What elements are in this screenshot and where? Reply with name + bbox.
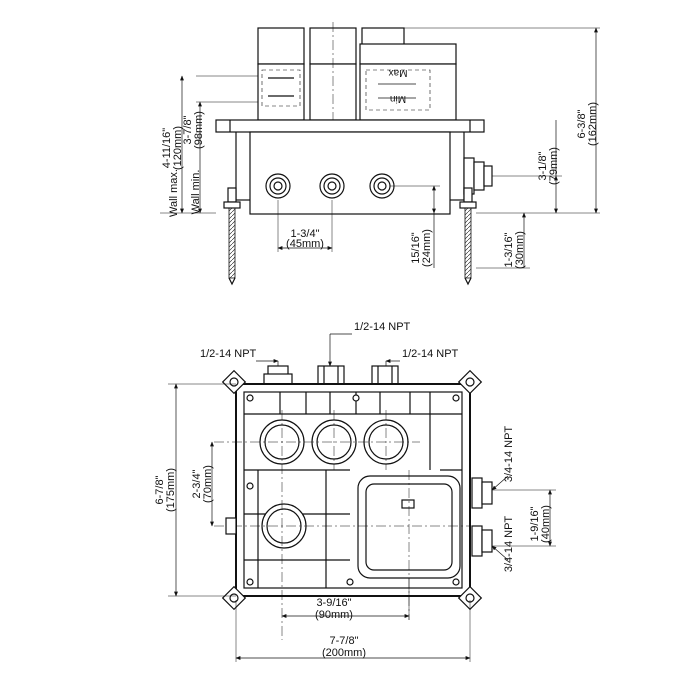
valve-housing-outer (235, 383, 471, 597)
overall-depth-dimension-line1: 6-3/8" (576, 109, 588, 138)
svg-text:3/4-14 NPT: 3/4-14 NPT (503, 426, 515, 483)
mounting-bolt-right (459, 187, 477, 286)
mounting-bolt-left (223, 187, 241, 286)
top-inlet-left (263, 365, 293, 385)
svg-text:3-1/8": 3-1/8" (537, 151, 549, 180)
outlet-port-1 (265, 173, 291, 199)
wall-flange (215, 119, 485, 133)
port-height-dimension-line2: (24mm) (421, 229, 433, 267)
svg-text:(162mm): (162mm) (587, 102, 599, 146)
bolt-length-dimension-line1: 1-3/16" (503, 232, 515, 267)
npt-callout-top: 1/2-14 NPT (354, 321, 411, 333)
valve-body (249, 131, 451, 215)
overall-height-dimension-line1: 6-7/8" (154, 475, 166, 504)
mounting-tab-top-right (457, 369, 483, 395)
port-height-dimension-line1: 15/16" (410, 232, 422, 264)
module-offset-dimension-line2: (90mm) (315, 609, 353, 621)
housing-ribs (244, 392, 462, 588)
outlet-vertical-spacing-line2: (70mm) (202, 465, 214, 503)
svg-text:(98mm): (98mm) (193, 111, 205, 149)
svg-text:(24mm): (24mm) (421, 229, 433, 267)
mounting-tab-bottom-left (221, 585, 247, 611)
svg-text:2-3/4": 2-3/4" (191, 469, 203, 498)
top-inlet-middle (317, 365, 345, 385)
svg-text:1-9/16": 1-9/16" (529, 506, 541, 541)
inlet-height-dimension-line1: 3-1/8" (537, 151, 549, 180)
cartridge-min-label: Min (390, 93, 406, 104)
overall-height-dimension-line2: (175mm) (165, 468, 177, 512)
npt-callout-side-lower: 3/4-14 NPT (503, 516, 515, 573)
overall-width-dimension-line1: 7-7/8" (330, 635, 359, 647)
overall-depth-dimension-line2: (162mm) (587, 102, 599, 146)
module-offset-dimension-line1: 3-9/16" (316, 597, 351, 609)
wall-max-dimension-line1: 4-11/16" (161, 128, 173, 168)
mounting-tab-top-left (221, 369, 247, 395)
svg-text:(40mm): (40mm) (540, 505, 552, 543)
port-spacing-dimension-line1: 1-3/4" (291, 228, 320, 240)
outlet-port-3 (369, 173, 395, 199)
npt-callout-left: 1/2-14 NPT (200, 348, 257, 360)
svg-text:15/16": 15/16" (410, 232, 422, 264)
overall-width-dimension-line2: (200mm) (322, 647, 366, 659)
npt-callout-side-upper: 3/4-14 NPT (503, 426, 515, 483)
svg-text:Wall max.: Wall max. (168, 169, 180, 217)
svg-text:Wall min.: Wall min. (190, 170, 202, 215)
svg-text:6-3/8": 6-3/8" (576, 109, 588, 138)
port-spacing-dimension-line2: (45mm) (286, 238, 324, 250)
svg-text:(70mm): (70mm) (202, 465, 214, 503)
cartridge-tower-left (257, 27, 305, 121)
svg-text:(175mm): (175mm) (165, 468, 177, 512)
svg-text:3/4-14 NPT: 3/4-14 NPT (503, 516, 515, 573)
side-inlet-upper (471, 477, 493, 509)
side-inlet-spacing-line1: 1-9/16" (529, 506, 541, 541)
cartridge-tower-middle (309, 22, 357, 200)
svg-text:(30mm): (30mm) (514, 231, 526, 269)
svg-text:6-7/8": 6-7/8" (154, 475, 166, 504)
front-view: 1/2-14 NPT 1/2-14 NPT 1/2-14 NPT 3/4-14 … (154, 321, 556, 662)
mounting-tab-bottom-right (457, 585, 483, 611)
svg-text:4-11/16": 4-11/16" (161, 128, 173, 168)
wall-max-tag: Wall max. (168, 169, 180, 217)
npt-callout-right: 1/2-14 NPT (402, 348, 459, 360)
svg-text:3-7/8": 3-7/8" (182, 115, 194, 144)
cartridge-max-label: Max (389, 67, 408, 78)
valve-housing-inner (243, 391, 463, 589)
top-inlet-right (371, 365, 399, 385)
svg-text:(120mm): (120mm) (172, 126, 184, 170)
outlet-vertical-spacing-line1: 2-3/4" (191, 469, 203, 498)
wall-min-dimension-line1: 3-7/8" (182, 115, 194, 144)
wall-min-dimension-line2: (98mm) (193, 111, 205, 149)
side-inlet-lower (471, 525, 493, 557)
inlet-height-dimension-line2: (79mm) (548, 147, 560, 185)
wall-min-tag: Wall min. (190, 170, 202, 215)
bolt-length-dimension-line2: (30mm) (514, 231, 526, 269)
outlet-port-2 (319, 173, 345, 199)
side-view: Max Min (160, 22, 600, 286)
thermostatic-module (357, 470, 461, 620)
svg-text:(79mm): (79mm) (548, 147, 560, 185)
side-inlet-spacing-line2: (40mm) (540, 505, 552, 543)
svg-text:1-3/16": 1-3/16" (503, 232, 515, 267)
wall-max-dimension-line2: (120mm) (172, 126, 184, 170)
thermostatic-cartridge: Max Min (359, 27, 457, 121)
